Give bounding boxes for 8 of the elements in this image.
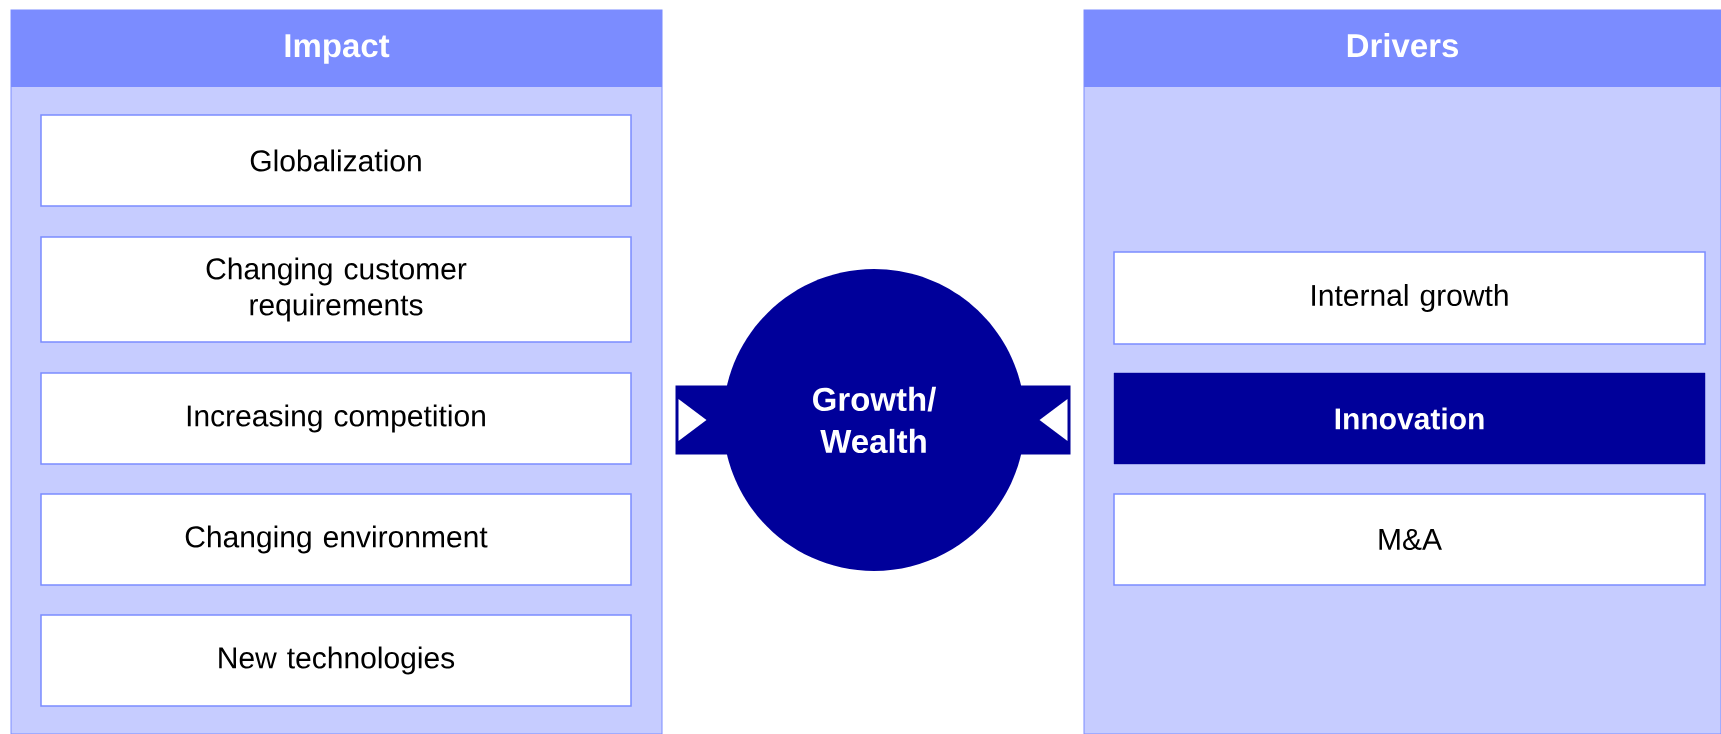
text-box: Changing customer requirements (40, 236, 632, 343)
text-box: Internal growth (1113, 251, 1706, 345)
text-box: M&A (1113, 493, 1706, 586)
text-box: Changing environment (40, 493, 632, 586)
text-box: Globalization (40, 114, 632, 207)
highlighted-box: Innovation (1113, 372, 1706, 465)
text-box: New technologies (40, 614, 632, 707)
text-box: Increasing competition (40, 372, 632, 465)
